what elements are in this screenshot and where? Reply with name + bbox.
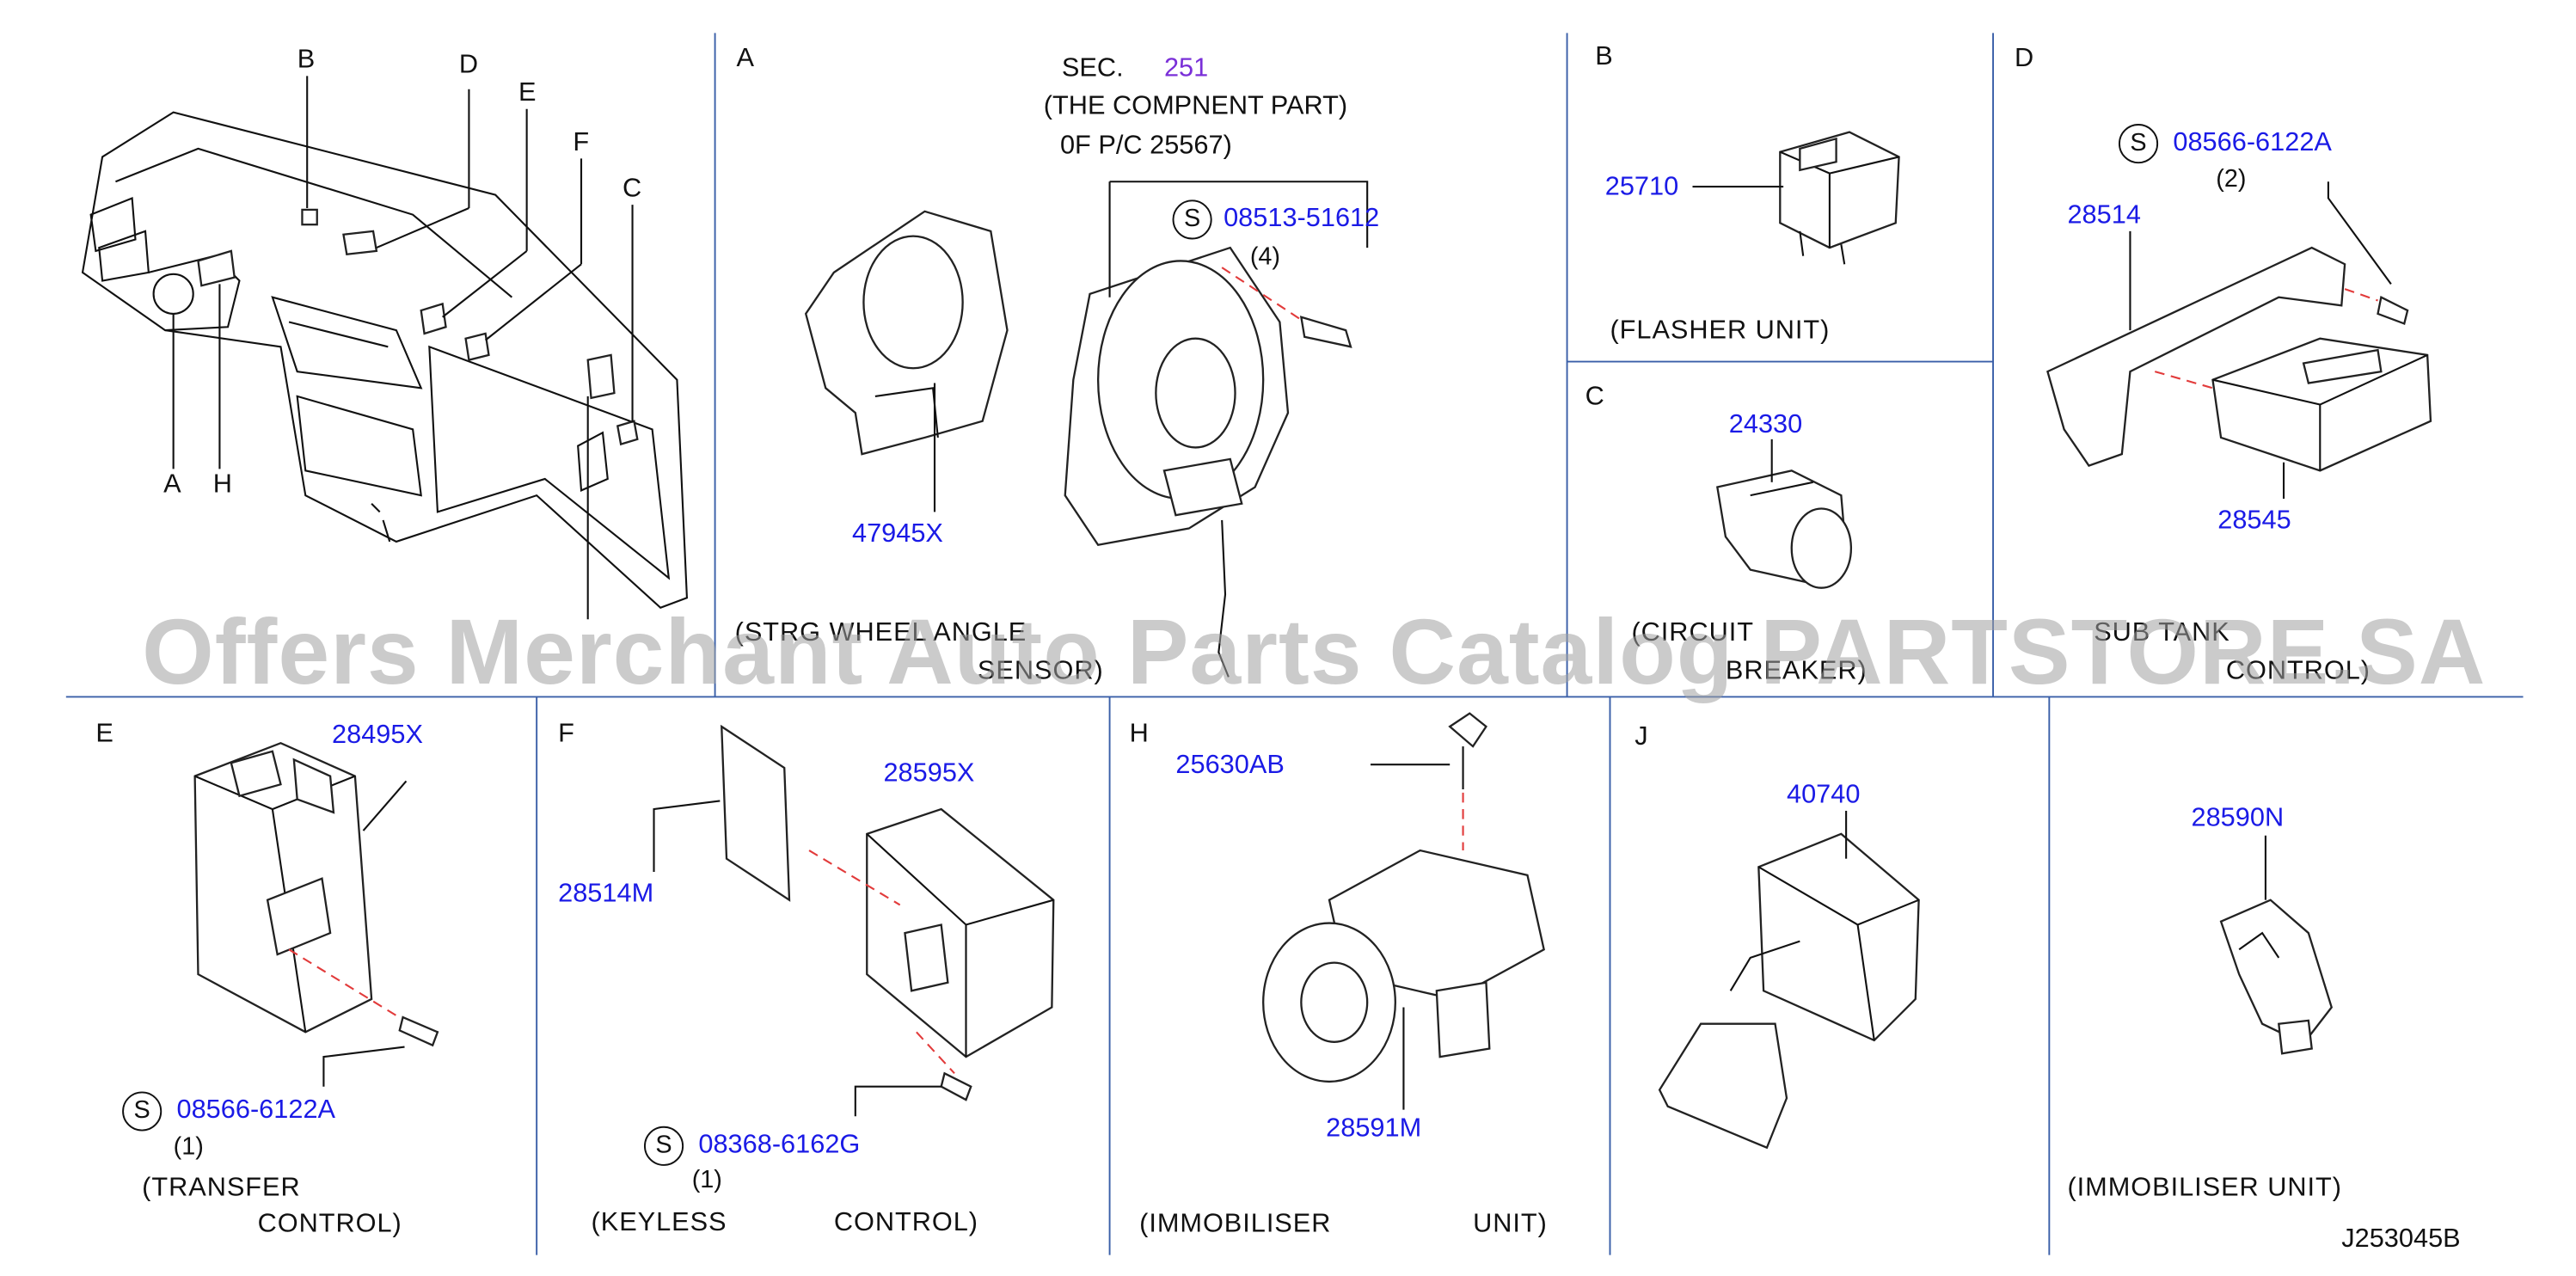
caption-keyless: (KEYLESS bbox=[591, 1208, 727, 1237]
part-number-40740[interactable]: 40740 bbox=[1786, 781, 1861, 810]
sec-number-link[interactable]: 251 bbox=[1163, 54, 1209, 83]
caption-strg-wheel-angle: (STRG WHEEL ANGLE bbox=[734, 619, 1027, 647]
part-number-47945x[interactable]: 47945X bbox=[851, 519, 943, 549]
location-label-h[interactable]: H bbox=[212, 470, 232, 499]
location-label-a[interactable]: A bbox=[163, 470, 181, 499]
location-label-f[interactable]: F bbox=[573, 128, 590, 157]
caption-sub-tank: SUB TANK bbox=[2094, 619, 2230, 647]
screw-quantity: (1) bbox=[173, 1132, 204, 1162]
flasher-unit-drawing bbox=[1692, 131, 1900, 265]
standard-part-s-icon: S bbox=[2119, 124, 2159, 164]
screw-quantity: (1) bbox=[691, 1165, 722, 1194]
location-label-d[interactable]: D bbox=[458, 51, 479, 80]
part-number-28590n[interactable]: 28590N bbox=[2191, 804, 2285, 832]
caption-flasher-unit: (FLASHER UNIT) bbox=[1610, 316, 1831, 346]
caption-immobiliser-unit: (IMMOBILISER UNIT) bbox=[2067, 1174, 2342, 1203]
section-letter-b: B bbox=[1595, 42, 1613, 71]
section-letter-d: D bbox=[2015, 44, 2034, 73]
circuit-breaker-drawing bbox=[1716, 439, 1853, 589]
component-note-line2: 0F P/C 25567) bbox=[1059, 132, 1232, 161]
caption-transfer: (TRANSFER bbox=[142, 1174, 301, 1203]
part-number-25630ab[interactable]: 25630AB bbox=[1175, 751, 1285, 780]
part-number-08566-6122a-e[interactable]: 08566-6122A bbox=[176, 1096, 336, 1125]
dashboard-overview-drawing bbox=[81, 76, 689, 620]
standard-part-s-icon: S bbox=[122, 1091, 163, 1132]
section-letter-h: H bbox=[1129, 720, 1149, 748]
sec-prefix: SEC. bbox=[1061, 54, 1124, 83]
sub-tank-control-drawing bbox=[2046, 181, 2432, 499]
section-letter-j: J bbox=[1635, 723, 1648, 751]
transfer-control-drawing bbox=[193, 741, 439, 1087]
screw-quantity: (4) bbox=[1249, 242, 1281, 271]
watermark: Offers Merchant Auto Parts Catalog PARTS… bbox=[142, 599, 2487, 704]
caption-sensor: SENSOR) bbox=[977, 657, 1104, 686]
keyless-control-drawing bbox=[653, 724, 1055, 1117]
location-label-b[interactable]: B bbox=[297, 46, 316, 75]
caption-unit: UNIT) bbox=[1473, 1210, 1548, 1239]
part-number-28591m[interactable]: 28591M bbox=[1326, 1114, 1422, 1143]
caption-immobiliser: (IMMOBILISER bbox=[1139, 1210, 1332, 1239]
part-number-25710[interactable]: 25710 bbox=[1604, 173, 1679, 202]
caption-control: CONTROL) bbox=[833, 1208, 979, 1237]
part-number-28514m[interactable]: 28514M bbox=[558, 880, 654, 909]
standard-part-s-icon: S bbox=[1172, 199, 1212, 240]
part-number-28514[interactable]: 28514 bbox=[2067, 201, 2141, 230]
part-number-08368-6162g[interactable]: 08368-6162G bbox=[698, 1131, 861, 1160]
part-number-28595x[interactable]: 28595X bbox=[883, 759, 975, 788]
component-note-line1: (THE COMPNENT PART) bbox=[1043, 92, 1348, 121]
caption-control: CONTROL) bbox=[257, 1210, 402, 1239]
immobiliser-unit-drawing bbox=[1262, 712, 1545, 1110]
section-letter-a: A bbox=[736, 44, 755, 73]
part-number-24330[interactable]: 24330 bbox=[1728, 411, 1803, 439]
location-label-c[interactable]: C bbox=[623, 175, 642, 204]
part-number-28545[interactable]: 28545 bbox=[2217, 506, 2291, 536]
caption-control: CONTROL) bbox=[2225, 657, 2371, 686]
section-letter-c: C bbox=[1585, 383, 1604, 412]
standard-part-s-icon: S bbox=[643, 1126, 684, 1166]
section-letter-f: F bbox=[558, 720, 574, 748]
part-number-28495x[interactable]: 28495X bbox=[332, 721, 423, 750]
location-label-e[interactable]: E bbox=[518, 79, 537, 107]
screw-quantity: (2) bbox=[2216, 165, 2247, 193]
caption-breaker: BREAKER) bbox=[1725, 657, 1868, 686]
part-number-08566-6122a-d[interactable]: 08566-6122A bbox=[2173, 128, 2332, 157]
steering-angle-sensor-drawing bbox=[804, 181, 1369, 678]
panel-grid bbox=[65, 33, 2524, 1255]
part-number-08513-51612[interactable]: 08513-51612 bbox=[1224, 205, 1380, 233]
drawing-code: J253045B bbox=[2341, 1225, 2461, 1254]
caption-circuit: (CIRCUIT bbox=[1631, 619, 1754, 647]
immobiliser-ring-drawing bbox=[2219, 835, 2334, 1055]
unit-40740-drawing bbox=[1658, 810, 1920, 1150]
section-letter-e: E bbox=[95, 720, 113, 748]
